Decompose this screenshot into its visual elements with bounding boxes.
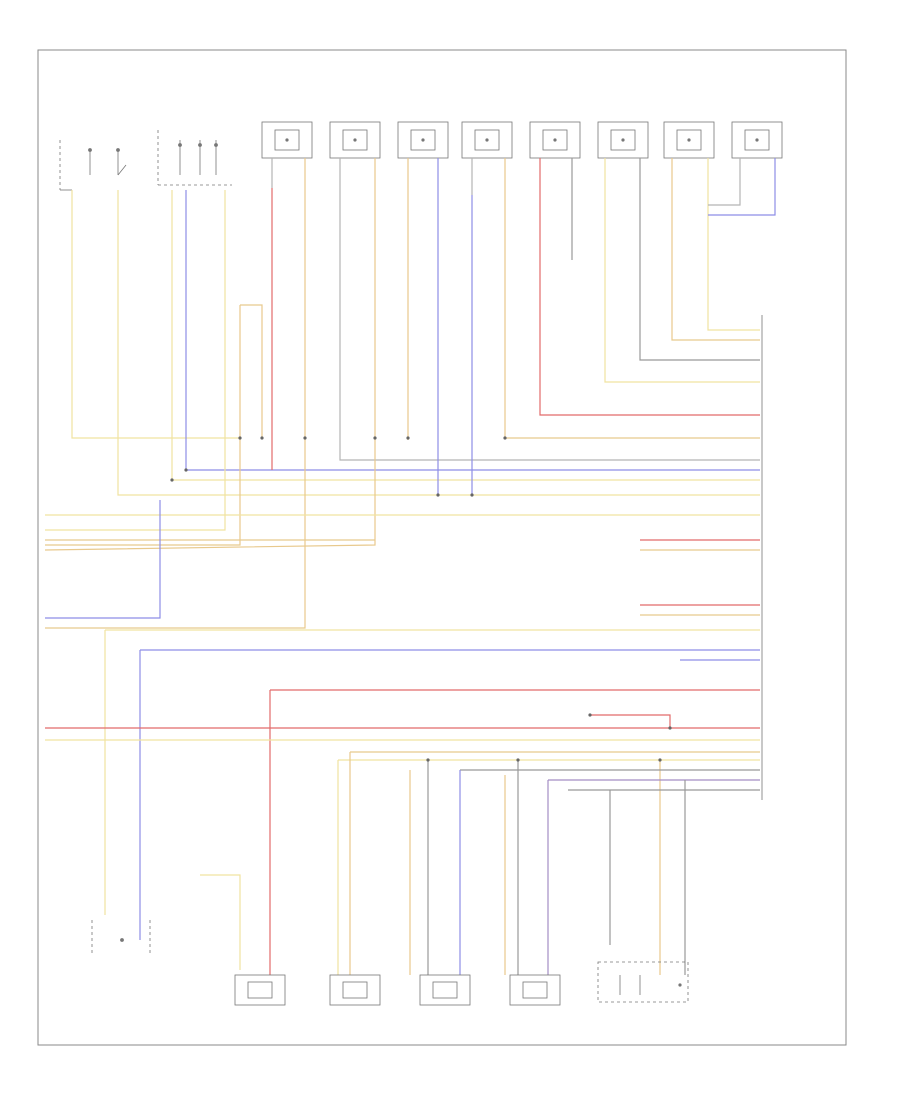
bottom-switch-1: [597, 961, 689, 1003]
top-module-3: [397, 121, 449, 159]
top-switch-1: [59, 140, 127, 191]
wire-yellow: [604, 158, 760, 383]
top-components: [59, 121, 783, 191]
top-module-4: [461, 121, 513, 159]
wire-yellow: [707, 158, 760, 331]
junction-dots: [170, 436, 672, 762]
top-switch-2: [157, 130, 232, 186]
top-module-5: [529, 121, 581, 159]
wire-orange: [45, 305, 241, 546]
bottom-sensor-1: [91, 920, 151, 955]
wire-yellow: [71, 190, 240, 439]
wire-blue: [708, 158, 776, 216]
wires: [44, 158, 776, 975]
top-module-2: [329, 121, 381, 159]
wire-orange: [240, 304, 263, 438]
top-module-1: [261, 121, 313, 159]
bottom-module-3: [419, 974, 471, 1006]
wire-yellow: [117, 190, 760, 496]
top-module-6: [597, 121, 649, 159]
bottom-module-1: [234, 974, 286, 1006]
wire-yellow: [200, 874, 241, 970]
top-module-7: [663, 121, 715, 159]
diagram-frame: [37, 49, 847, 1046]
bottom-module-2: [329, 974, 381, 1006]
wire-orange: [44, 158, 376, 551]
wire-yellow: [45, 190, 226, 531]
wire-red: [539, 158, 760, 416]
wire-gray: [639, 158, 760, 361]
wire-orange: [671, 158, 760, 341]
wire-orange: [504, 158, 760, 439]
bottom-components: [91, 920, 689, 1006]
bottom-module-4: [509, 974, 561, 1006]
wire-blue: [45, 500, 161, 619]
wire-orange: [45, 158, 306, 629]
top-module-8: [731, 121, 783, 159]
wire-gray: [339, 158, 760, 461]
wire-red: [590, 714, 671, 728]
wire-gray: [708, 158, 741, 206]
